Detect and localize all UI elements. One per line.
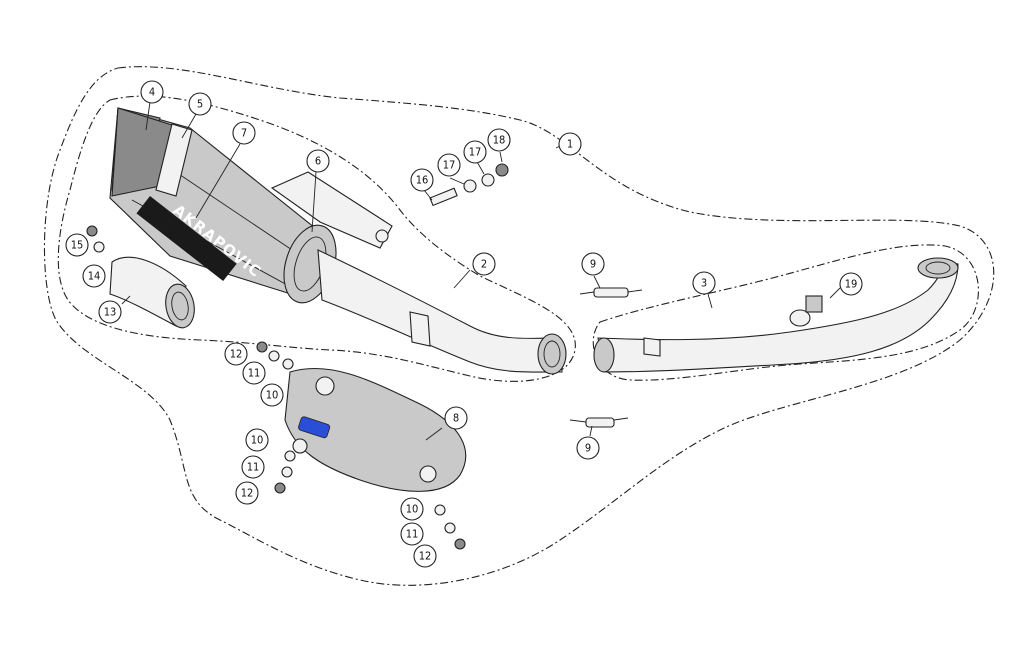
callout-13: 13: [98, 300, 122, 324]
callout-12-b: 12: [235, 481, 259, 505]
bolt-12a: [256, 341, 268, 353]
washer-11a: [268, 350, 280, 362]
svg-text:10: 10: [251, 434, 264, 447]
bolt-16: [429, 187, 458, 207]
svg-text:12: 12: [230, 348, 243, 361]
svg-text:17: 17: [469, 146, 482, 159]
washer-10a: [282, 358, 294, 370]
svg-text:17: 17: [443, 159, 456, 172]
washer-10b: [284, 450, 296, 462]
callout-6: 6: [306, 149, 330, 173]
svg-text:6: 6: [315, 155, 321, 168]
callout-2: 2: [472, 252, 496, 276]
washer-17b: [481, 173, 495, 187]
svg-text:7: 7: [241, 127, 247, 140]
callout-19: 19: [839, 272, 863, 296]
callout-1: 1: [558, 132, 582, 156]
callout-11-c: 11: [400, 522, 424, 546]
svg-text:19: 19: [845, 278, 858, 291]
callout-9-upper: 9: [581, 252, 605, 276]
callout-17-a: 17: [437, 153, 461, 177]
spring-lower: [569, 417, 629, 428]
callout-11-a: 11: [242, 361, 266, 385]
svg-text:16: 16: [416, 174, 429, 187]
svg-text:10: 10: [266, 389, 279, 402]
svg-text:10: 10: [406, 503, 419, 516]
svg-text:18: 18: [493, 134, 506, 147]
callout-4: 4: [140, 80, 164, 104]
callout-8: 8: [444, 406, 468, 430]
washer-10c: [434, 504, 446, 516]
washer-14: [93, 241, 105, 253]
link-pipe: [317, 249, 567, 375]
svg-text:3: 3: [701, 277, 707, 290]
leader-lines: [121, 101, 841, 441]
svg-text:12: 12: [419, 550, 432, 563]
callout-17-b: 17: [463, 140, 487, 164]
callout-3: 3: [692, 271, 716, 295]
callout-9-lower: 9: [576, 436, 600, 460]
washer-11b: [281, 466, 293, 478]
spring-upper: [579, 287, 643, 298]
svg-text:4: 4: [149, 86, 155, 99]
callout-7: 7: [232, 121, 256, 145]
callout-5: 5: [188, 92, 212, 116]
callout-12-c: 12: [413, 544, 437, 568]
brand-logo-band: [136, 195, 237, 282]
clamp-ring: [155, 123, 193, 197]
callout-15: 15: [65, 233, 89, 257]
svg-text:11: 11: [248, 367, 261, 380]
callout-10-c: 10: [400, 497, 424, 521]
svg-text:13: 13: [104, 306, 117, 319]
svg-text:14: 14: [88, 270, 101, 283]
callout-14: 14: [82, 264, 106, 288]
washer-11c: [444, 522, 456, 534]
svg-text:9: 9: [590, 258, 596, 271]
svg-text:2: 2: [481, 258, 487, 271]
heat-shield-plate: [298, 416, 331, 439]
bolt-12c: [274, 482, 286, 494]
inlet-adapter: [109, 256, 195, 329]
svg-text:11: 11: [247, 461, 260, 474]
nut-18: [495, 163, 509, 177]
washer-17a: [463, 179, 477, 193]
svg-text:1: 1: [567, 138, 573, 151]
assembly-outline-complete: [43, 66, 995, 586]
sensor-plug-19: [789, 295, 823, 327]
callout-12-a: 12: [224, 342, 248, 366]
svg-text:5: 5: [197, 98, 203, 111]
callout-10-a: 10: [260, 383, 284, 407]
header-pipe: [593, 257, 959, 373]
callout-16: 16: [410, 168, 434, 192]
assembly-outline-header: [592, 244, 979, 381]
callout-18: 18: [487, 128, 511, 152]
nut-15: [86, 225, 98, 237]
svg-text:12: 12: [241, 487, 254, 500]
svg-text:11: 11: [406, 528, 419, 541]
svg-text:9: 9: [585, 442, 591, 455]
svg-text:15: 15: [71, 239, 84, 252]
bolt-12b: [454, 538, 466, 550]
assembly-outline-muffler: [57, 95, 576, 382]
callout-11-b: 11: [241, 455, 265, 479]
callout-10-b: 10: [245, 428, 269, 452]
svg-text:8: 8: [453, 412, 459, 425]
heat-shield: [284, 367, 467, 492]
